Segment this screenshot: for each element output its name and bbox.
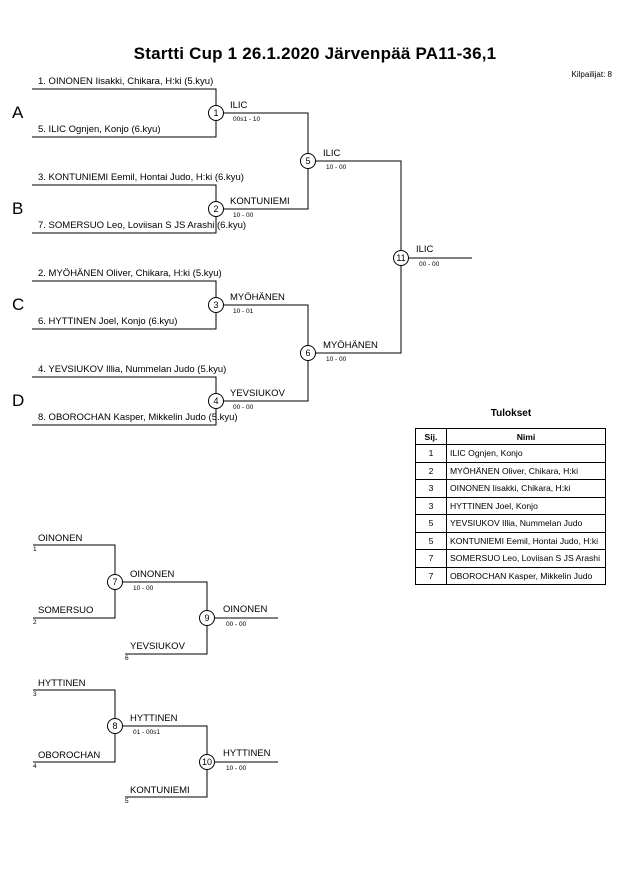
rank-cell: 2 (415, 461, 447, 480)
match-score: 10 - 00 (326, 164, 347, 171)
repechage-index: 5 (125, 798, 129, 805)
group-label-c: C (12, 295, 25, 314)
repechage-entrant: SOMERSUO (38, 605, 94, 616)
repechage-index: 4 (33, 763, 37, 770)
name-cell: YEVSIUKOV Illia, Nummelan Judo (446, 514, 606, 533)
repechage-index: 1 (33, 546, 37, 553)
match-winner: YEVSIUKOV (230, 388, 285, 399)
match-score: 10 - 00 (133, 585, 154, 592)
match-winner: KONTUNIEMI (230, 196, 290, 207)
match-winner: HYTTINEN (223, 748, 271, 759)
match-number: 10 (199, 754, 215, 770)
name-header: Nimi (446, 428, 606, 445)
name-cell: KONTUNIEMI Eemil, Hontai Judo, H:ki (446, 531, 606, 550)
match-score: 10 - 00 (226, 765, 247, 772)
match-number: 7 (107, 574, 123, 590)
match-score: 10 - 00 (233, 212, 254, 219)
repechage-entrant: OINONEN (38, 533, 83, 544)
entrant: 1. OINONEN Iisakki, Chikara, H:ki (5.kyu… (38, 76, 214, 87)
rank-cell: 1 (415, 444, 447, 463)
match-score: 00 - 00 (233, 404, 254, 411)
competitor-count: Kilpailijat: 8 (571, 70, 612, 79)
name-cell: OINONEN Iisakki, Chikara, H:ki (446, 479, 606, 498)
match-number: 8 (107, 718, 123, 734)
match-score: 00 - 00 (226, 621, 247, 628)
match-winner: HYTTINEN (130, 713, 178, 724)
match-number: 3 (208, 297, 224, 313)
match-score: 00s1 - 10 (233, 116, 261, 123)
repechage-entrant: YEVSIUKOV (130, 641, 185, 652)
match-winner: OINONEN (130, 569, 175, 580)
match-winner: ILIC (416, 244, 434, 255)
name-cell: HYTTINEN Joel, Konjo (446, 496, 606, 515)
match-winner: ILIC (230, 100, 248, 111)
rank-header: Sij. (415, 428, 447, 445)
match-number: 11 (393, 250, 409, 266)
name-cell: SOMERSUO Leo, Loviisan S JS Arashi (446, 549, 606, 568)
group-label-a: A (12, 103, 24, 122)
entrant: 7. SOMERSUO Leo, Loviisan S JS Arashi (6… (38, 220, 247, 231)
results-title: Tulokset (490, 408, 532, 419)
match-number: 2 (208, 201, 224, 217)
rank-cell: 5 (415, 514, 447, 533)
name-cell: OBOROCHAN Kasper, Mikkelin Judo (446, 566, 606, 585)
rank-cell: 7 (415, 549, 447, 568)
entrant: 4. YEVSIUKOV Illia, Nummelan Judo (5.kyu… (38, 364, 227, 375)
name-cell: ILIC Ognjen, Konjo (446, 444, 606, 463)
entrant: 3. KONTUNIEMI Eemil, Hontai Judo, H:ki (… (38, 172, 244, 183)
entrant: 5. ILIC Ognjen, Konjo (6.kyu) (38, 124, 161, 135)
repechage-index: 3 (33, 691, 37, 698)
match-number: 6 (300, 345, 316, 361)
match-score: 01 - 00s1 (133, 729, 161, 736)
table-header-row: Sij. Nimi (415, 428, 606, 445)
repechage-entrant: KONTUNIEMI (130, 785, 190, 796)
rank-cell: 3 (415, 479, 447, 498)
match-winner: MYÖHÄNEN (323, 340, 378, 351)
rank-cell: 5 (415, 531, 447, 550)
name-cell: MYÖHÄNEN Oliver, Chikara, H:ki (446, 461, 606, 480)
match-number: 9 (199, 610, 215, 626)
entrant: 8. OBOROCHAN Kasper, Mikkelin Judo (5.ky… (38, 412, 238, 423)
repechage-entrant: OBOROCHAN (38, 750, 101, 761)
match-winner: OINONEN (223, 604, 268, 615)
match-winner: ILIC (323, 148, 341, 159)
repechage-entrant: HYTTINEN (38, 678, 86, 689)
group-label-b: B (12, 199, 24, 218)
match-score: 10 - 01 (233, 308, 254, 315)
match-score: 10 - 00 (326, 356, 347, 363)
repechage-index: 6 (125, 655, 129, 662)
match-score: 00 - 00 (419, 261, 440, 268)
rank-cell: 7 (415, 566, 447, 585)
group-label-d: D (12, 391, 25, 410)
entrant: 2. MYÖHÄNEN Oliver, Chikara, H:ki (5.kyu… (38, 268, 222, 279)
repechage-index: 2 (33, 619, 37, 626)
match-number: 1 (208, 105, 224, 121)
match-number: 5 (300, 153, 316, 169)
entrant: 6. HYTTINEN Joel, Konjo (6.kyu) (38, 316, 178, 327)
match-winner: MYÖHÄNEN (230, 292, 285, 303)
rank-cell: 3 (415, 496, 447, 515)
match-number: 4 (208, 393, 224, 409)
page-title: Startti Cup 1 26.1.2020 Järvenpää PA11-3… (133, 44, 497, 63)
